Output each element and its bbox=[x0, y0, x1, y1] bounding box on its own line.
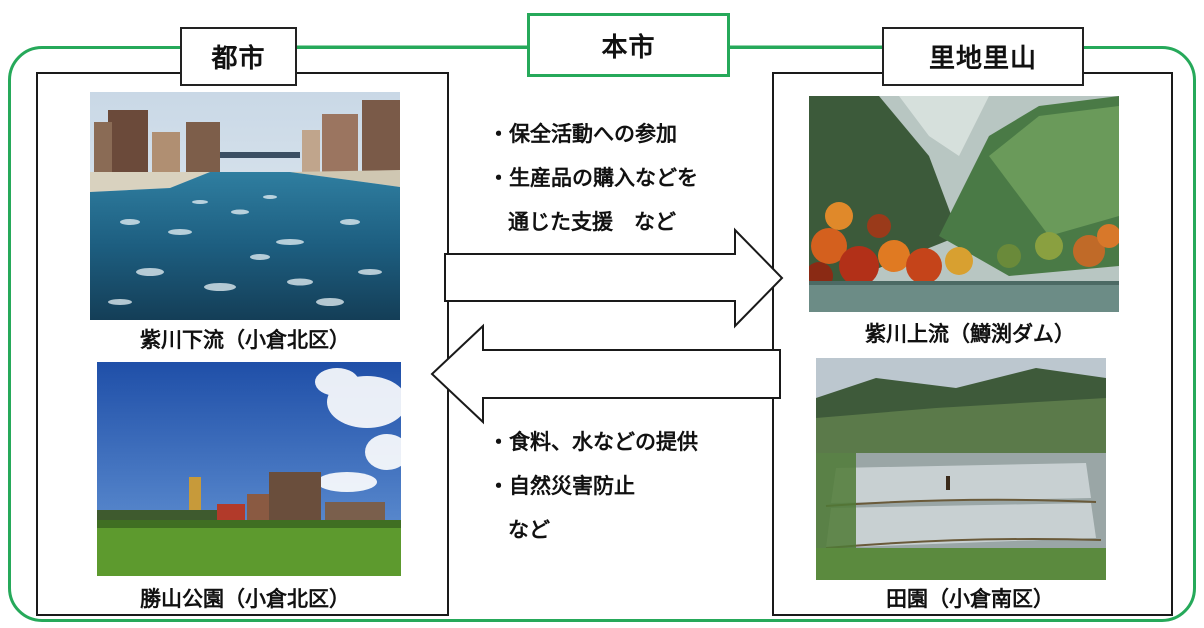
to-satoyama-line-1: ・保全活動への参加 bbox=[488, 122, 677, 146]
murasaki-river-lower-caption: 紫川下流（小倉北区） bbox=[140, 328, 350, 352]
city-title: 都市 bbox=[180, 27, 297, 86]
left-arrow bbox=[430, 323, 781, 425]
rural-fields-caption: 田園（小倉南区） bbox=[886, 587, 1054, 611]
satoyama-title: 里地里山 bbox=[882, 27, 1084, 86]
murasaki-river-upper-caption: 紫川上流（鱒渕ダム） bbox=[865, 322, 1075, 346]
honshi-title: 本市 bbox=[527, 13, 730, 77]
katsuyama-park-caption: 勝山公園（小倉北区） bbox=[140, 587, 350, 611]
rural-fields-photo bbox=[816, 358, 1106, 580]
murasaki-river-lower-photo bbox=[90, 92, 400, 320]
katsuyama-park-photo bbox=[97, 362, 401, 576]
right-arrow bbox=[444, 227, 784, 329]
to-satoyama-line-3: 通じた支援 など bbox=[508, 210, 676, 234]
murasaki-river-upper-photo bbox=[809, 96, 1119, 312]
to-satoyama-line-2: ・生産品の購入などを bbox=[488, 166, 698, 190]
to-city-line-1: ・食料、水などの提供 bbox=[488, 430, 698, 454]
to-city-line-2: ・自然災害防止 bbox=[488, 474, 635, 498]
to-city-line-3: など bbox=[508, 518, 550, 542]
